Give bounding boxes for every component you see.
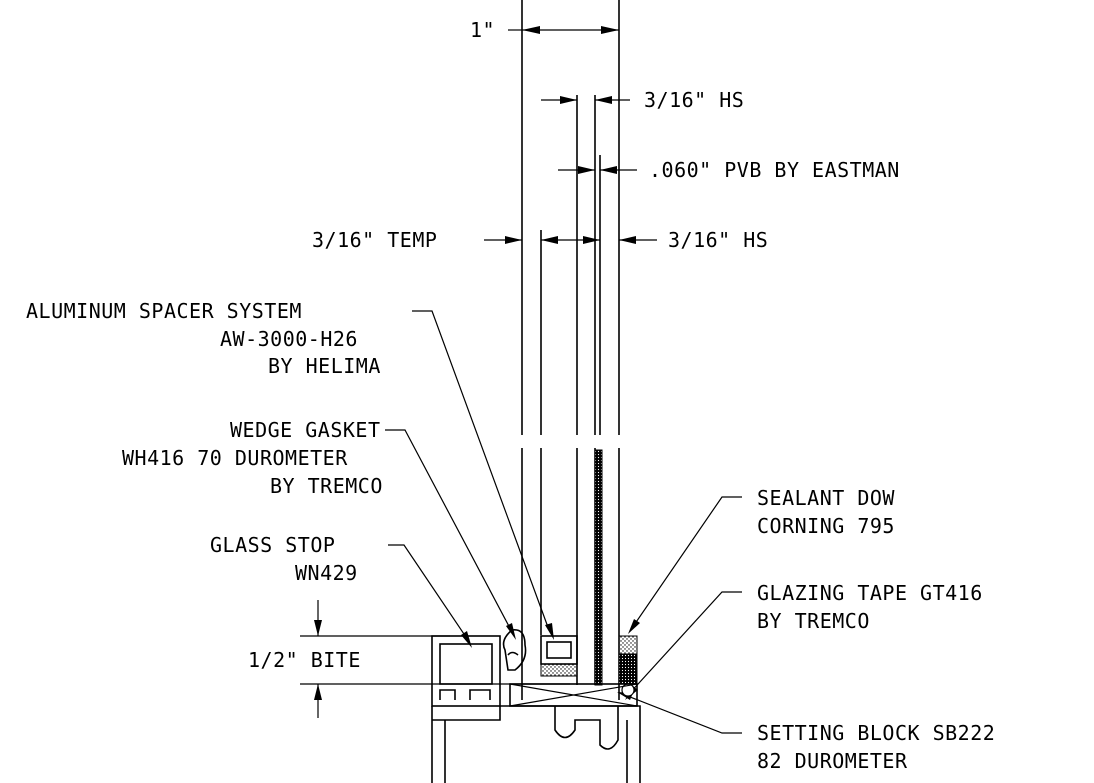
- dim-interlayer-label: .060" PVB BY EASTMAN: [649, 158, 900, 182]
- dim-inner-hs-label: 3/16" HS: [668, 228, 768, 252]
- tape-line-1: GLAZING TAPE GT416: [757, 581, 983, 605]
- tape-line-2: BY TREMCO: [757, 609, 870, 633]
- block-line-2: 82 DUROMETER: [757, 749, 908, 773]
- sealant-line-2: CORNING 795: [757, 514, 895, 538]
- dim-inner-lites: 3/16" TEMP 3/16" HS: [312, 228, 768, 252]
- gasket-line-3: BY TREMCO: [270, 474, 383, 498]
- callout-stop: GLASS STOP WN429: [210, 533, 472, 648]
- callout-tape: GLAZING TAPE GT416 BY TREMCO: [625, 581, 983, 700]
- block-line-1: SETTING BLOCK SB222: [757, 721, 995, 745]
- gasket-line-1: WEDGE GASKET: [230, 418, 381, 442]
- glass-lites: [521, 0, 620, 700]
- dim-inner-temp-label: 3/16" TEMP: [312, 228, 437, 252]
- dim-overall-label: 1": [470, 18, 495, 42]
- dim-bite: 1/2" BITE: [248, 600, 570, 718]
- gasket-line-2: WH416 70 DUROMETER: [122, 446, 348, 470]
- spacer-line-1: ALUMINUM SPACER SYSTEM: [26, 299, 302, 323]
- dim-interlayer: .060" PVB BY EASTMAN: [558, 158, 900, 182]
- stop-line-2: WN429: [295, 561, 358, 585]
- callout-gasket: WEDGE GASKET WH416 70 DUROMETER BY TREMC…: [122, 418, 516, 640]
- dim-overall: 1": [470, 18, 619, 42]
- dim-outer-lite: 3/16" HS: [541, 88, 744, 112]
- stop-line-1: GLASS STOP: [210, 533, 335, 557]
- callout-spacer: ALUMINUM SPACER SYSTEM AW-3000-H26 BY HE…: [26, 299, 554, 640]
- frame-profile: [431, 628, 641, 783]
- spacer-line-3: BY HELIMA: [268, 354, 381, 378]
- spacer-line-2: AW-3000-H26: [220, 327, 358, 351]
- dim-outer-lite-label: 3/16" HS: [644, 88, 744, 112]
- sealant-line-1: SEALANT DOW: [757, 486, 895, 510]
- callout-block: SETTING BLOCK SB222 82 DUROMETER: [617, 692, 995, 773]
- dim-bite-label: 1/2" BITE: [248, 648, 361, 672]
- callout-sealant: SEALANT DOW CORNING 795: [628, 486, 895, 634]
